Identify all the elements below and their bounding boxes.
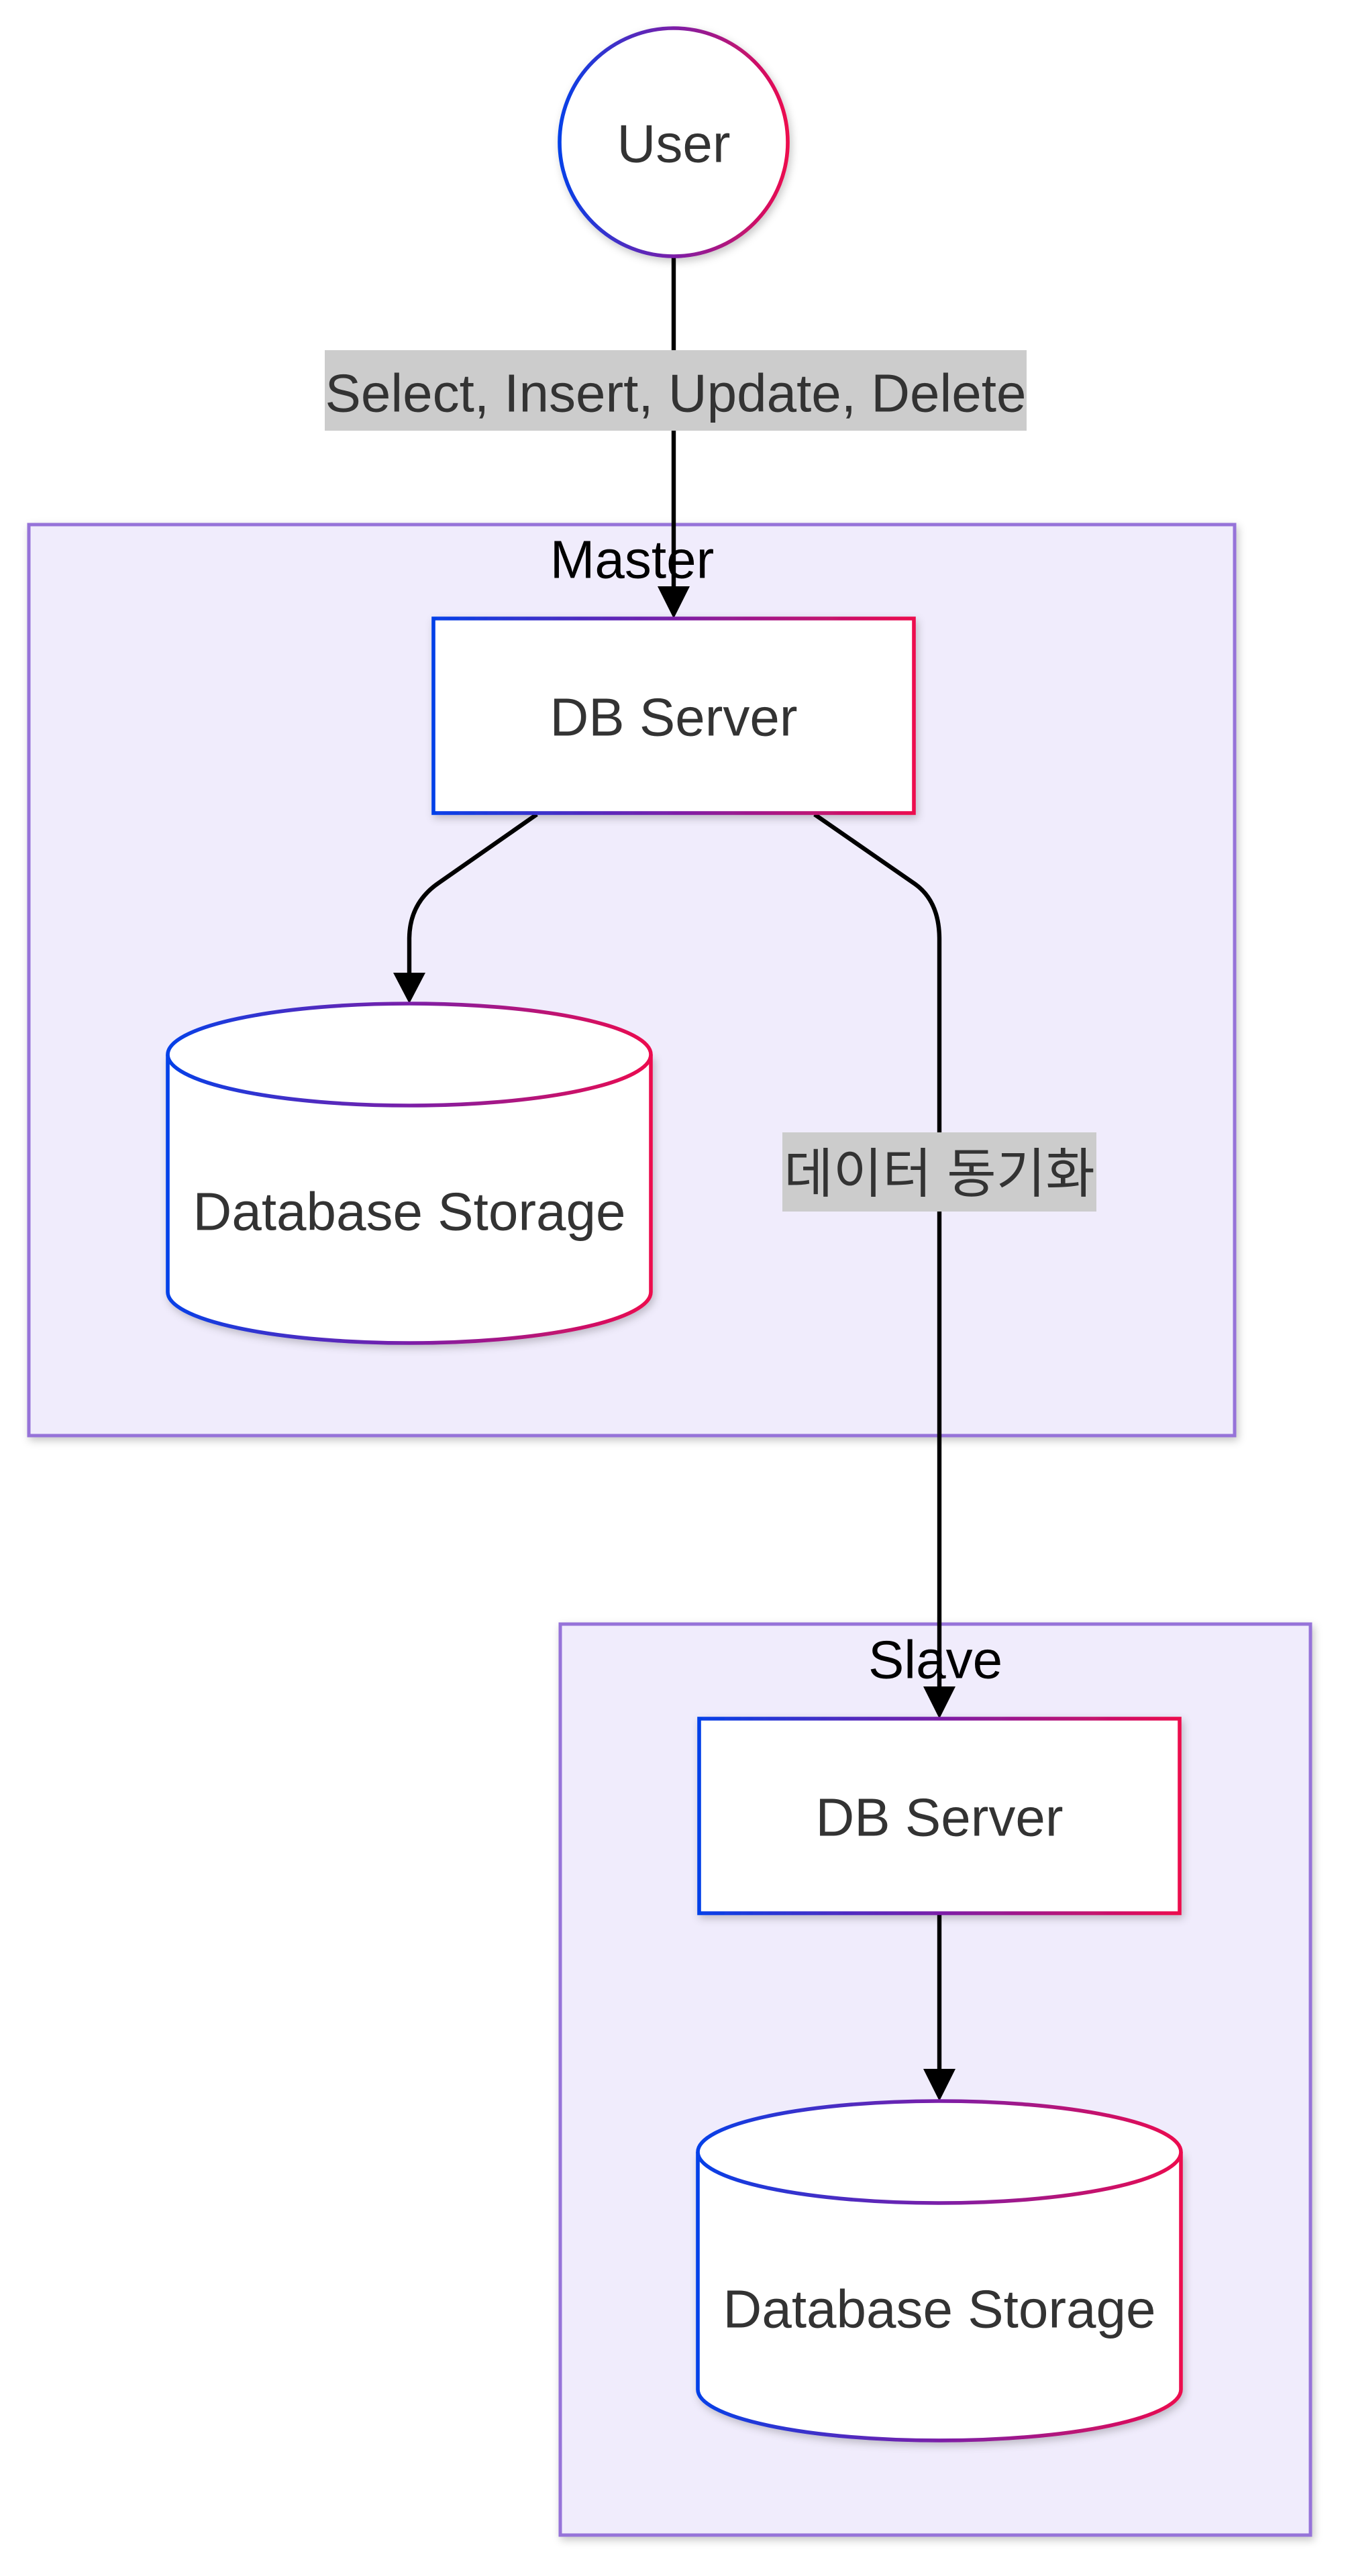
- slave-database-storage-top: [696, 2099, 1183, 2205]
- arrowhead-icon: [923, 2069, 955, 2101]
- arrowhead-icon: [658, 586, 690, 619]
- slave-db-server-node: DB Server: [697, 1717, 1182, 1915]
- node-layer: User DB Server Database Storage DB Serve…: [166, 26, 1183, 2443]
- slave-db-server-shape: [697, 1717, 1182, 1915]
- user-node-label: User: [617, 114, 731, 174]
- arrowhead-icon: [393, 973, 425, 1004]
- crud-edge-label: Select, Insert, Update, Delete: [325, 364, 1027, 423]
- edge-master-db-to-slave-db: [813, 812, 942, 1688]
- master-db-server-shape: [431, 616, 916, 815]
- master-database-storage-node: Database Storage: [166, 1002, 653, 1345]
- slave-cluster-title: Slave: [868, 1630, 1002, 1690]
- slave-db-server-label: DB Server: [816, 1788, 1064, 1847]
- edge-label-layer: Select, Insert, Update, Delete 데이터 동기화: [325, 350, 1096, 1212]
- user-node-shape: [558, 26, 790, 258]
- edge-layer: [393, 256, 955, 2101]
- master-cluster-title: Master: [550, 530, 715, 590]
- master-db-server-label: DB Server: [550, 688, 798, 747]
- slave-database-storage-body: [696, 2152, 1183, 2443]
- edge-master-db-to-storage: [407, 812, 538, 974]
- user-node: User: [558, 26, 790, 258]
- slave-database-storage-label: Database Storage: [723, 2279, 1156, 2339]
- crud-edge-label-bg: [325, 350, 1027, 431]
- arrowhead-icon: [923, 1686, 955, 1719]
- master-database-storage-top: [166, 1002, 653, 1108]
- master-database-storage-label: Database Storage: [193, 1182, 626, 1242]
- master-database-storage-body: [166, 1055, 653, 1345]
- sync-edge-label: 데이터 동기화: [784, 1144, 1095, 1204]
- master-db-server-node: DB Server: [431, 616, 916, 815]
- sync-edge-label-bg: [782, 1132, 1096, 1212]
- slave-database-storage-node: Database Storage: [696, 2099, 1183, 2443]
